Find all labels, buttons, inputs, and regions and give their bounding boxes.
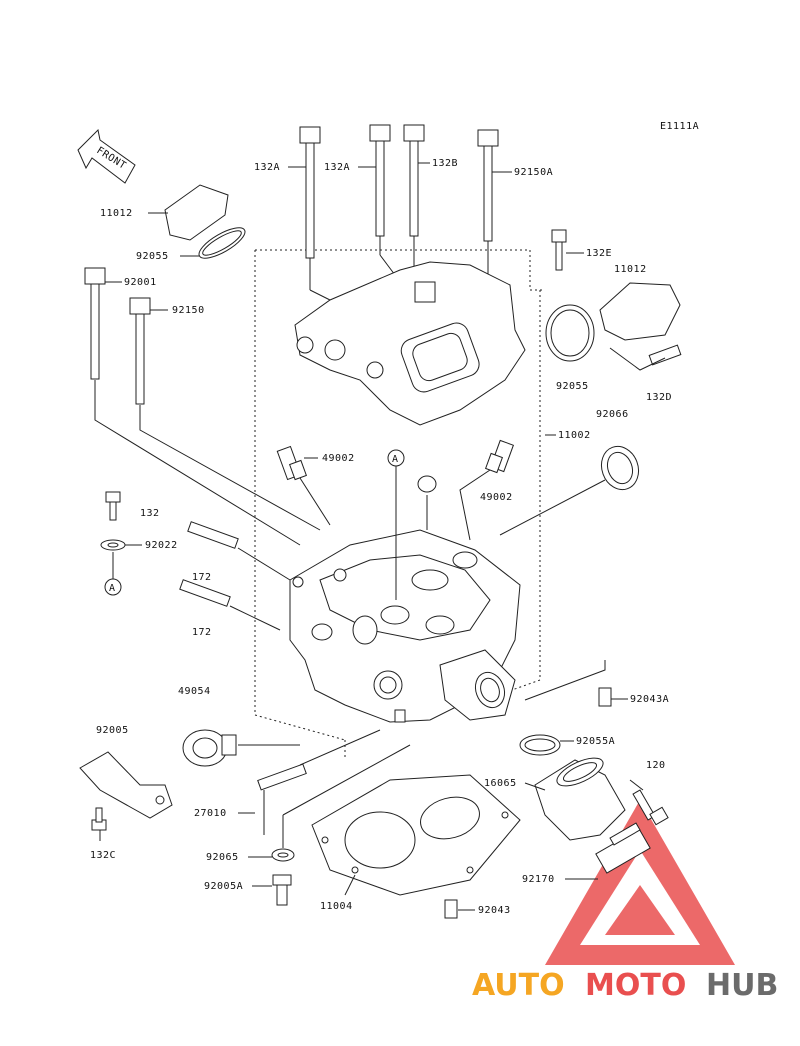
label-11004: 11004: [320, 901, 353, 912]
seal-92066: [499, 445, 640, 536]
label-92055-left: 92055: [136, 251, 169, 262]
cylinder-head-cover: [294, 261, 526, 426]
callout-marker-lower: A: [104, 552, 122, 596]
stud-172-upper: [187, 521, 291, 581]
o-ring-92055A: [519, 734, 561, 756]
diagram-code: E1111A: [660, 121, 699, 132]
label-132C: 132C: [90, 850, 116, 861]
cap-small: [417, 475, 437, 530]
label-92001: 92001: [124, 277, 157, 288]
label-11002: 11002: [558, 430, 591, 441]
thermostat-49054: [182, 729, 300, 767]
dowel-92043: [444, 899, 458, 919]
front-arrow-icon: FRONT: [77, 128, 136, 184]
label-92022: 92022: [145, 540, 178, 551]
label-16065: 16065: [484, 778, 517, 789]
label-92005A: 92005A: [204, 881, 243, 892]
label-92065: 92065: [206, 852, 239, 863]
svg-text:A: A: [392, 454, 399, 465]
plug-92005A: [272, 874, 292, 906]
label-132B: 132B: [432, 158, 458, 169]
svg-text:A: A: [109, 583, 116, 594]
label-11012-left: 11012: [100, 208, 133, 219]
watermark-logo: [545, 800, 735, 965]
cylinder-head: [289, 529, 521, 723]
svg-text:MOTO: MOTO: [585, 968, 686, 1003]
leader-lines: [99, 162, 644, 911]
part-labels: E1111A 132A 132A 132B 92150A 11012 92055…: [90, 121, 699, 916]
label-132: 132: [140, 508, 160, 519]
washer-92065: [271, 744, 411, 862]
sensor-49002-right: [459, 439, 515, 541]
sensor-49002-left: [276, 445, 331, 526]
intake-16065: [534, 757, 626, 841]
label-132A-2: 132A: [324, 162, 350, 173]
label-92043A: 92043A: [630, 694, 669, 705]
label-92055A: 92055A: [576, 736, 615, 747]
head-gasket-11004: [311, 774, 521, 896]
label-92055-right: 92055: [556, 381, 589, 392]
label-172-1: 172: [192, 572, 212, 583]
cap-11012-right: [545, 229, 682, 371]
label-11012-right: 11012: [614, 264, 647, 275]
svg-text:AUTO: AUTO: [472, 968, 565, 1003]
label-92170: 92170: [522, 874, 555, 885]
cap-11012-left: [164, 184, 246, 259]
label-49002-left: 49002: [322, 453, 355, 464]
label-120: 120: [646, 760, 666, 771]
label-27010: 27010: [194, 808, 227, 819]
svg-text:HUB: HUB: [706, 968, 778, 1003]
label-92150: 92150: [172, 305, 205, 316]
label-92150A: 92150A: [514, 167, 553, 178]
label-132D: 132D: [646, 392, 672, 403]
spark-plug-27010: [257, 729, 381, 835]
stud-172-lower: [179, 579, 281, 631]
water-outlet-92005: [79, 751, 173, 831]
label-92043: 92043: [478, 905, 511, 916]
bolt-132: [100, 491, 126, 551]
head-bolts-top: [299, 124, 499, 301]
dowel-92043A: [524, 660, 612, 707]
head-bolts-left: [84, 267, 321, 546]
watermark-text: AUTO MOTO HUB: [472, 968, 778, 1003]
label-92066: 92066: [596, 409, 629, 420]
callout-marker-upper: A: [387, 449, 405, 600]
label-49054: 49054: [178, 686, 211, 697]
label-172-2: 172: [192, 627, 212, 638]
label-92005: 92005: [96, 725, 129, 736]
label-132A-1: 132A: [254, 162, 280, 173]
bolt-120: [632, 789, 669, 826]
label-49002-right: 49002: [480, 492, 513, 503]
label-132E: 132E: [586, 248, 612, 259]
clamp-92170: [595, 822, 651, 874]
